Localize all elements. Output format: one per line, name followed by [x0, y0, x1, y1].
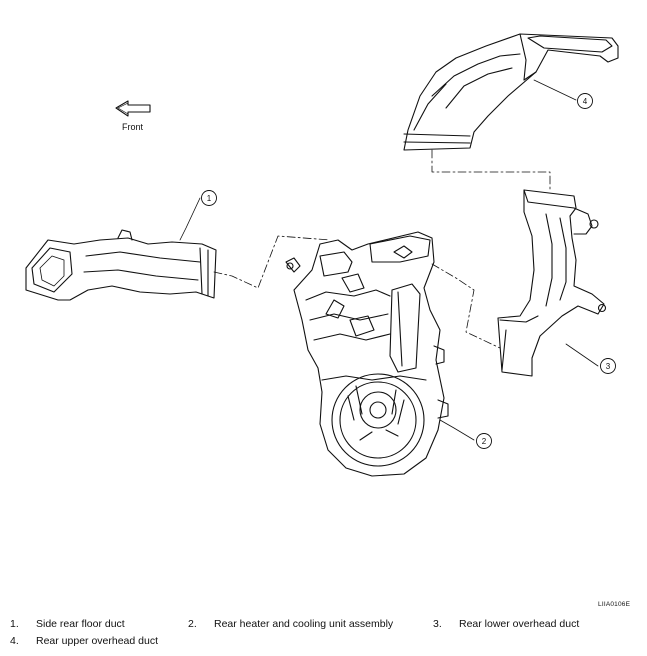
callout-leaders: [179, 79, 599, 441]
front-direction-label: Front: [122, 122, 144, 132]
legend-item: 4. Rear upper overhead duct: [10, 635, 158, 647]
legend-number: 2.: [188, 618, 197, 630]
legend-item: 2. Rear heater and cooling unit assembly: [188, 618, 393, 630]
legend-text: Rear heater and cooling unit assembly: [214, 618, 394, 630]
callout-circle-4: [577, 93, 593, 109]
legend-text: Side rear floor duct: [36, 618, 125, 630]
legend-text: Rear upper overhead duct: [36, 635, 158, 647]
callout-number-2: 2: [482, 437, 487, 446]
callout-number-1: 1: [207, 194, 212, 203]
callout-number-3: 3: [606, 362, 611, 371]
legend-item: 3. Rear lower overhead duct: [433, 618, 579, 630]
callout-circle-3: [600, 358, 616, 374]
callout-circle-2: [476, 433, 492, 449]
legend-text: Rear lower overhead duct: [459, 618, 580, 630]
alignment-lines: [213, 149, 551, 349]
callout-number-4: 4: [583, 97, 588, 106]
rear-upper-overhead-duct: [403, 33, 619, 151]
rear-lower-overhead-duct: [497, 189, 607, 377]
diagram-canvas: 1 2 3 4: [25, 33, 619, 477]
legend-number: 3.: [433, 618, 442, 630]
callout-circle-1: [201, 190, 217, 206]
front-arrow-icon: [115, 100, 151, 117]
legend-item: 1. Side rear floor duct: [10, 618, 125, 630]
rear-heater-cooling-unit: [285, 231, 449, 477]
exploded-view-drawing: 1 2 3 4: [25, 33, 619, 477]
legend-number: 4.: [10, 635, 19, 647]
parts-legend: 1. Side rear floor duct 2. Rear heater and…: [0, 612, 647, 656]
figure-id: LIIA0106E: [598, 601, 631, 608]
legend-number: 1.: [10, 618, 19, 630]
side-rear-floor-duct: [25, 229, 217, 301]
